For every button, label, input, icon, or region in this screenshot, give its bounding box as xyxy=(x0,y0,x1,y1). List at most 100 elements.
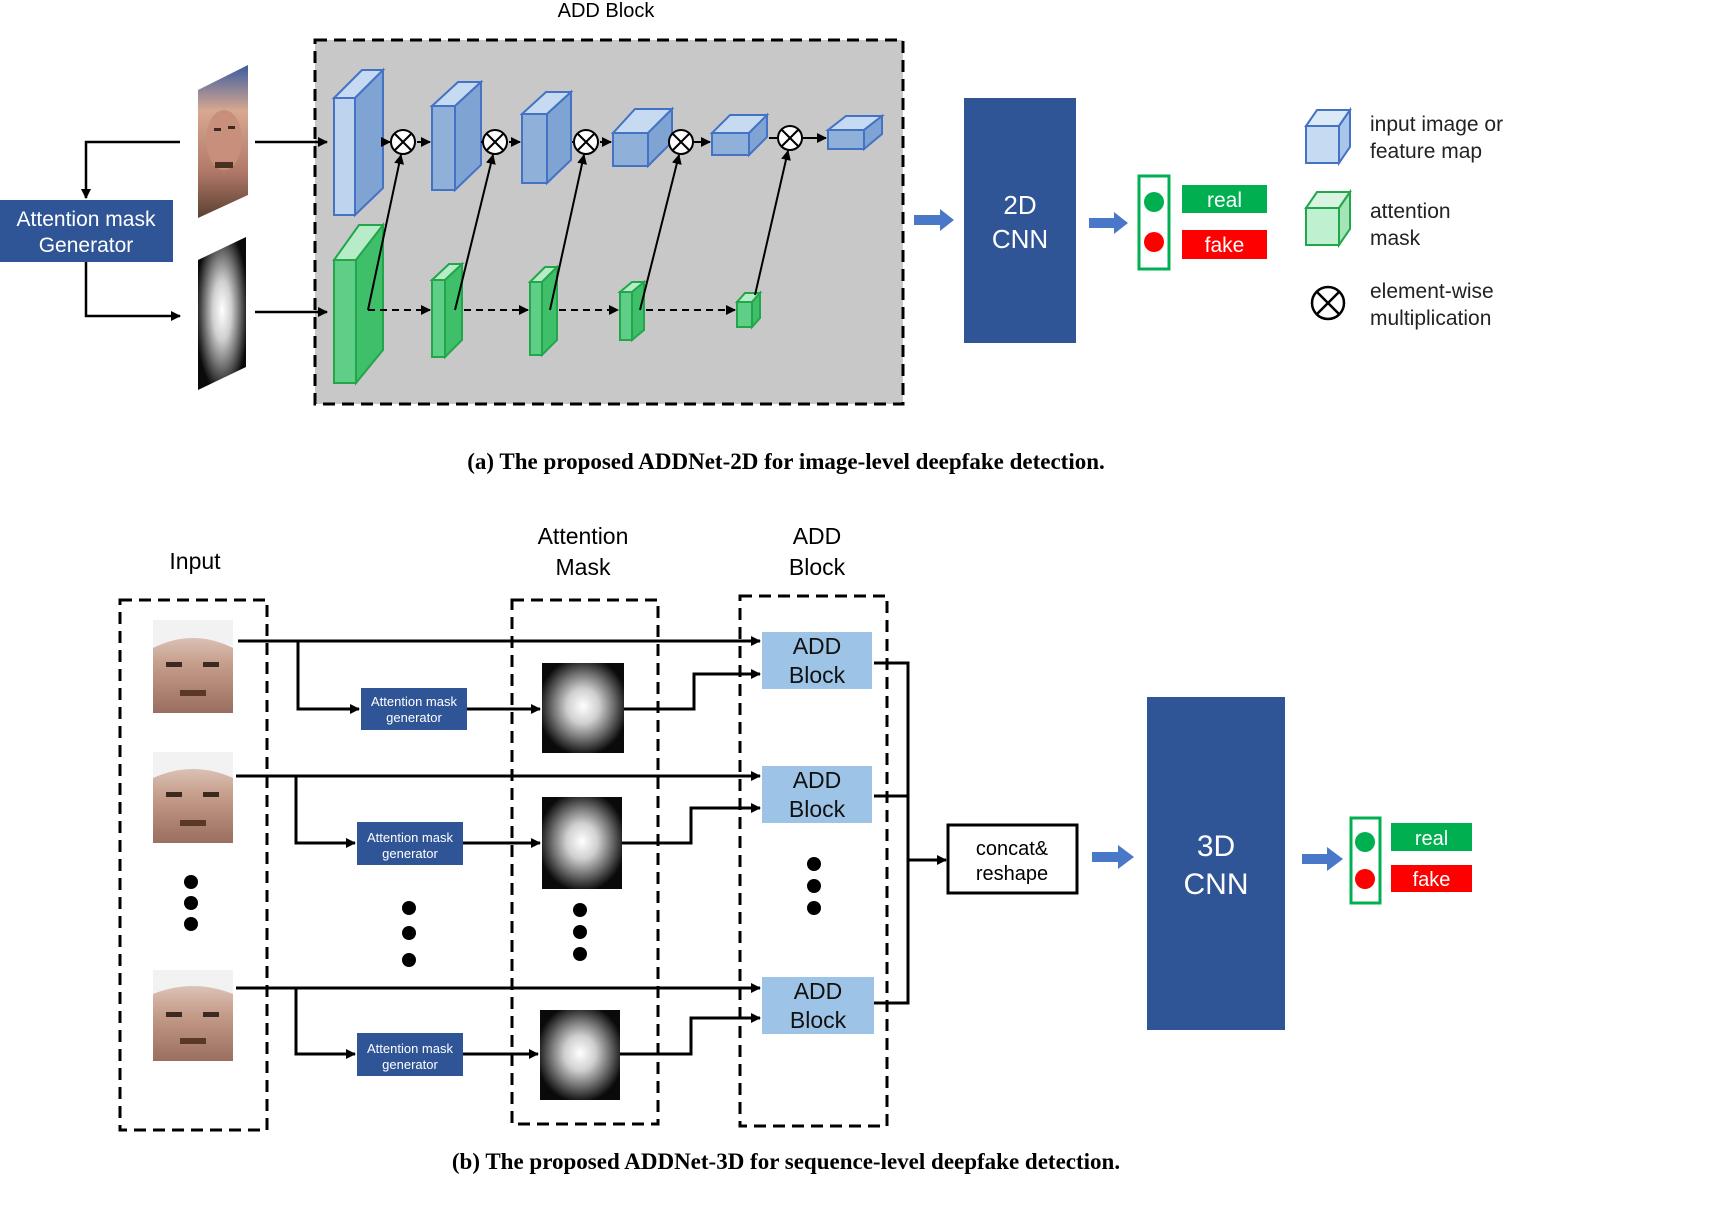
svg-text:attention: attention xyxy=(1370,200,1451,223)
feature-cube xyxy=(519,89,574,186)
caption-b: (b) The proposed ADDNet-3D for sequence-… xyxy=(452,1149,1120,1174)
output-classifier: real fake xyxy=(1137,174,1267,271)
svg-text:ADD: ADD xyxy=(793,633,842,659)
svg-text:Attention mask: Attention mask xyxy=(367,830,453,845)
real-label-box xyxy=(1391,823,1472,851)
svg-text:Block: Block xyxy=(789,796,846,822)
real-label: real xyxy=(1207,189,1242,212)
real-indicator xyxy=(1144,192,1164,212)
attention-mask-generator: Attention mask generator xyxy=(361,688,467,730)
mask-cube xyxy=(527,264,560,358)
add-block-region xyxy=(313,38,905,406)
svg-text:3D: 3D xyxy=(1197,830,1235,863)
block-arrow-right xyxy=(1302,847,1343,871)
mask-to-multiply-arrows xyxy=(367,150,791,311)
real-label: real xyxy=(1415,828,1448,850)
fake-label-box xyxy=(1391,865,1472,892)
attention-mask-image xyxy=(198,237,246,390)
multiply-node xyxy=(573,129,599,155)
svg-text:CNN: CNN xyxy=(1184,868,1249,901)
fake-indicator xyxy=(1144,232,1164,252)
feature-cube xyxy=(825,113,885,152)
attention-mask-header: Mask xyxy=(556,554,611,580)
feature-cube xyxy=(709,112,770,158)
real-indicator xyxy=(1355,832,1375,852)
panel-a: ADD Block Attention mask Generator xyxy=(0,0,1503,474)
svg-text:generator: generator xyxy=(386,710,442,725)
svg-text:Attention mask: Attention mask xyxy=(371,694,457,709)
multiply-node xyxy=(482,129,508,155)
svg-text:ADD: ADD xyxy=(794,978,843,1004)
generator-mask-connector xyxy=(84,262,181,321)
block-arrow-right xyxy=(1089,212,1128,234)
cnn-3d-block: 3D CNN xyxy=(1147,697,1285,1030)
mask-cube xyxy=(734,290,763,330)
caption-a: (a) The proposed ADDNet-2D for image-lev… xyxy=(467,449,1105,474)
svg-text:feature map: feature map xyxy=(1370,140,1482,163)
svg-text:Block: Block xyxy=(789,662,846,688)
legend-multiply-icon xyxy=(1310,285,1346,321)
attention-mask-image xyxy=(542,797,622,889)
input-face-frame xyxy=(153,970,233,1061)
attention-mask-column xyxy=(510,598,660,1126)
merge-connector xyxy=(874,661,947,1005)
attention-mask-generator: Attention mask generator xyxy=(357,822,463,865)
svg-text:Attention mask: Attention mask xyxy=(367,1041,453,1056)
mask-cube xyxy=(332,222,386,386)
multiply-node xyxy=(390,129,416,155)
legend: input image or feature map attention mas… xyxy=(1304,106,1503,330)
svg-text:Generator: Generator xyxy=(39,234,134,257)
attention-mask-generator: Attention mask generator xyxy=(357,1033,463,1076)
add-block: ADD Block xyxy=(762,977,874,1034)
svg-text:Attention mask: Attention mask xyxy=(17,208,156,231)
svg-text:reshape: reshape xyxy=(976,863,1048,885)
feature-cube xyxy=(331,67,386,218)
row-connectors xyxy=(236,636,761,1059)
add-block: ADD Block xyxy=(762,632,872,689)
multiply-node xyxy=(668,129,694,155)
svg-text:mask: mask xyxy=(1370,227,1421,250)
attention-mask-image xyxy=(540,1010,620,1100)
add-block-title: ADD Block xyxy=(558,0,656,22)
add-block-header: Block xyxy=(789,554,846,580)
block-arrow-right xyxy=(1092,845,1134,869)
legend-feature-map-icon xyxy=(1304,106,1352,167)
cnn-2d-block: 2D CNN xyxy=(964,98,1076,343)
attention-mask-generator: Attention mask Generator xyxy=(0,200,173,262)
input-face-frame xyxy=(153,620,233,713)
add-block-header: ADD xyxy=(793,523,842,549)
input-face-frame xyxy=(153,752,233,843)
ellipsis-dots xyxy=(184,857,821,967)
attention-mask-header: Attention xyxy=(538,523,629,549)
feature-cube xyxy=(610,106,675,169)
input-column xyxy=(118,598,269,1132)
generator-input-connector xyxy=(81,140,180,199)
legend-attention-mask-icon xyxy=(1304,188,1352,249)
mask-cube xyxy=(429,261,465,360)
svg-text:Block: Block xyxy=(790,1007,847,1033)
multiply-node xyxy=(777,125,803,151)
svg-text:ADD: ADD xyxy=(793,767,842,793)
add-block-column xyxy=(738,594,889,1128)
block-arrow-right xyxy=(914,209,954,231)
fake-label: fake xyxy=(1413,869,1451,891)
fake-indicator xyxy=(1355,869,1375,889)
add-block: ADD Block xyxy=(762,766,872,823)
feature-cube xyxy=(429,79,484,193)
panel-b: Input Attention Mask ADD Block xyxy=(118,523,1472,1174)
svg-text:element-wise: element-wise xyxy=(1370,280,1494,303)
concat-reshape-box: concat& reshape xyxy=(946,823,1079,895)
mask-cube xyxy=(617,279,647,343)
svg-text:generator: generator xyxy=(382,1057,438,1072)
attention-mask-image xyxy=(542,663,624,753)
svg-text:2D: 2D xyxy=(1003,190,1036,220)
svg-text:CNN: CNN xyxy=(992,224,1048,254)
input-face-image xyxy=(198,65,248,218)
svg-text:concat&: concat& xyxy=(976,838,1049,860)
fake-label: fake xyxy=(1205,234,1245,257)
real-label-box xyxy=(1182,185,1267,213)
svg-text:input image or: input image or xyxy=(1370,113,1503,136)
svg-text:multiplication: multiplication xyxy=(1370,307,1491,330)
svg-text:generator: generator xyxy=(382,846,438,861)
